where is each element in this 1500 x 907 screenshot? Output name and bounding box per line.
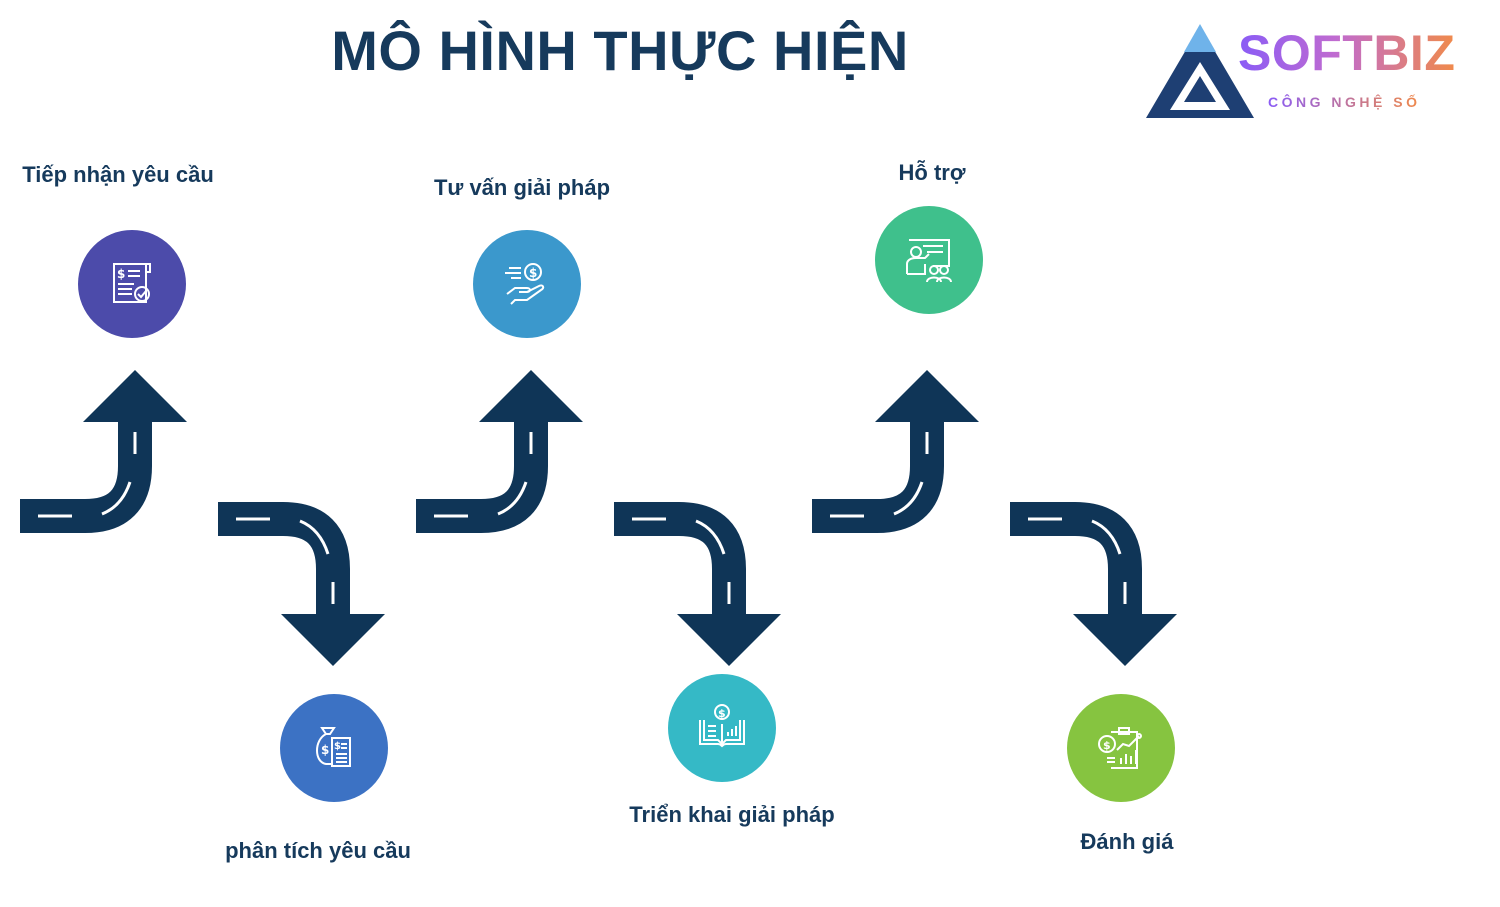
svg-text:$: $ — [529, 266, 537, 280]
road-arrow-down-3 — [1010, 502, 1177, 666]
step-label-2: phân tích yêu cầu — [225, 838, 411, 863]
presentation-team-icon — [906, 239, 952, 283]
hand-coin-icon: $ — [505, 263, 545, 305]
logo-name: SOFTBIZ — [1238, 25, 1456, 81]
step-circle-6: $ — [1067, 694, 1175, 802]
step-label-3: Tư vấn giải pháp — [433, 175, 611, 200]
svg-text:$: $ — [334, 741, 341, 752]
road-arrow-up-3 — [812, 370, 979, 533]
step-circle-3: $ — [473, 230, 581, 338]
coin-clipboard-chart-icon: $ — [1098, 727, 1142, 769]
step-circle-1: $ — [78, 230, 186, 338]
step-label-4: Triển khai giải pháp — [629, 802, 835, 827]
step-circle-4: $ — [668, 674, 776, 782]
svg-text:$: $ — [718, 707, 726, 720]
step-circle-2: $ $ — [280, 694, 388, 802]
step-label-1: Tiếp nhận yêu cầu — [22, 162, 214, 187]
softbiz-logo: SOFTBIZ CÔNG NGHỆ SỐ — [1140, 18, 1480, 128]
step-circle-5 — [875, 206, 983, 314]
logo-tagline: CÔNG NGHỆ SỐ — [1268, 94, 1421, 110]
logo-triangle-icon — [1146, 24, 1254, 118]
money-bag-receipt-icon: $ $ — [316, 727, 351, 767]
svg-text:$: $ — [117, 267, 125, 281]
road-arrow-up-2 — [416, 370, 583, 533]
road-arrow-down-2 — [614, 502, 781, 666]
step-label-5: Hỗ trợ — [898, 160, 966, 185]
svg-text:$: $ — [1103, 739, 1111, 752]
step-label-6: Đánh giá — [1080, 829, 1174, 854]
invoice-check-icon: $ — [113, 263, 151, 303]
road-arrow-up-1 — [20, 370, 187, 533]
road-arrow-down-1 — [218, 502, 385, 666]
page-title: MÔ HÌNH THỰC HIỆN — [331, 19, 909, 82]
book-chart-icon: $ — [699, 704, 745, 748]
svg-text:$: $ — [321, 743, 329, 757]
